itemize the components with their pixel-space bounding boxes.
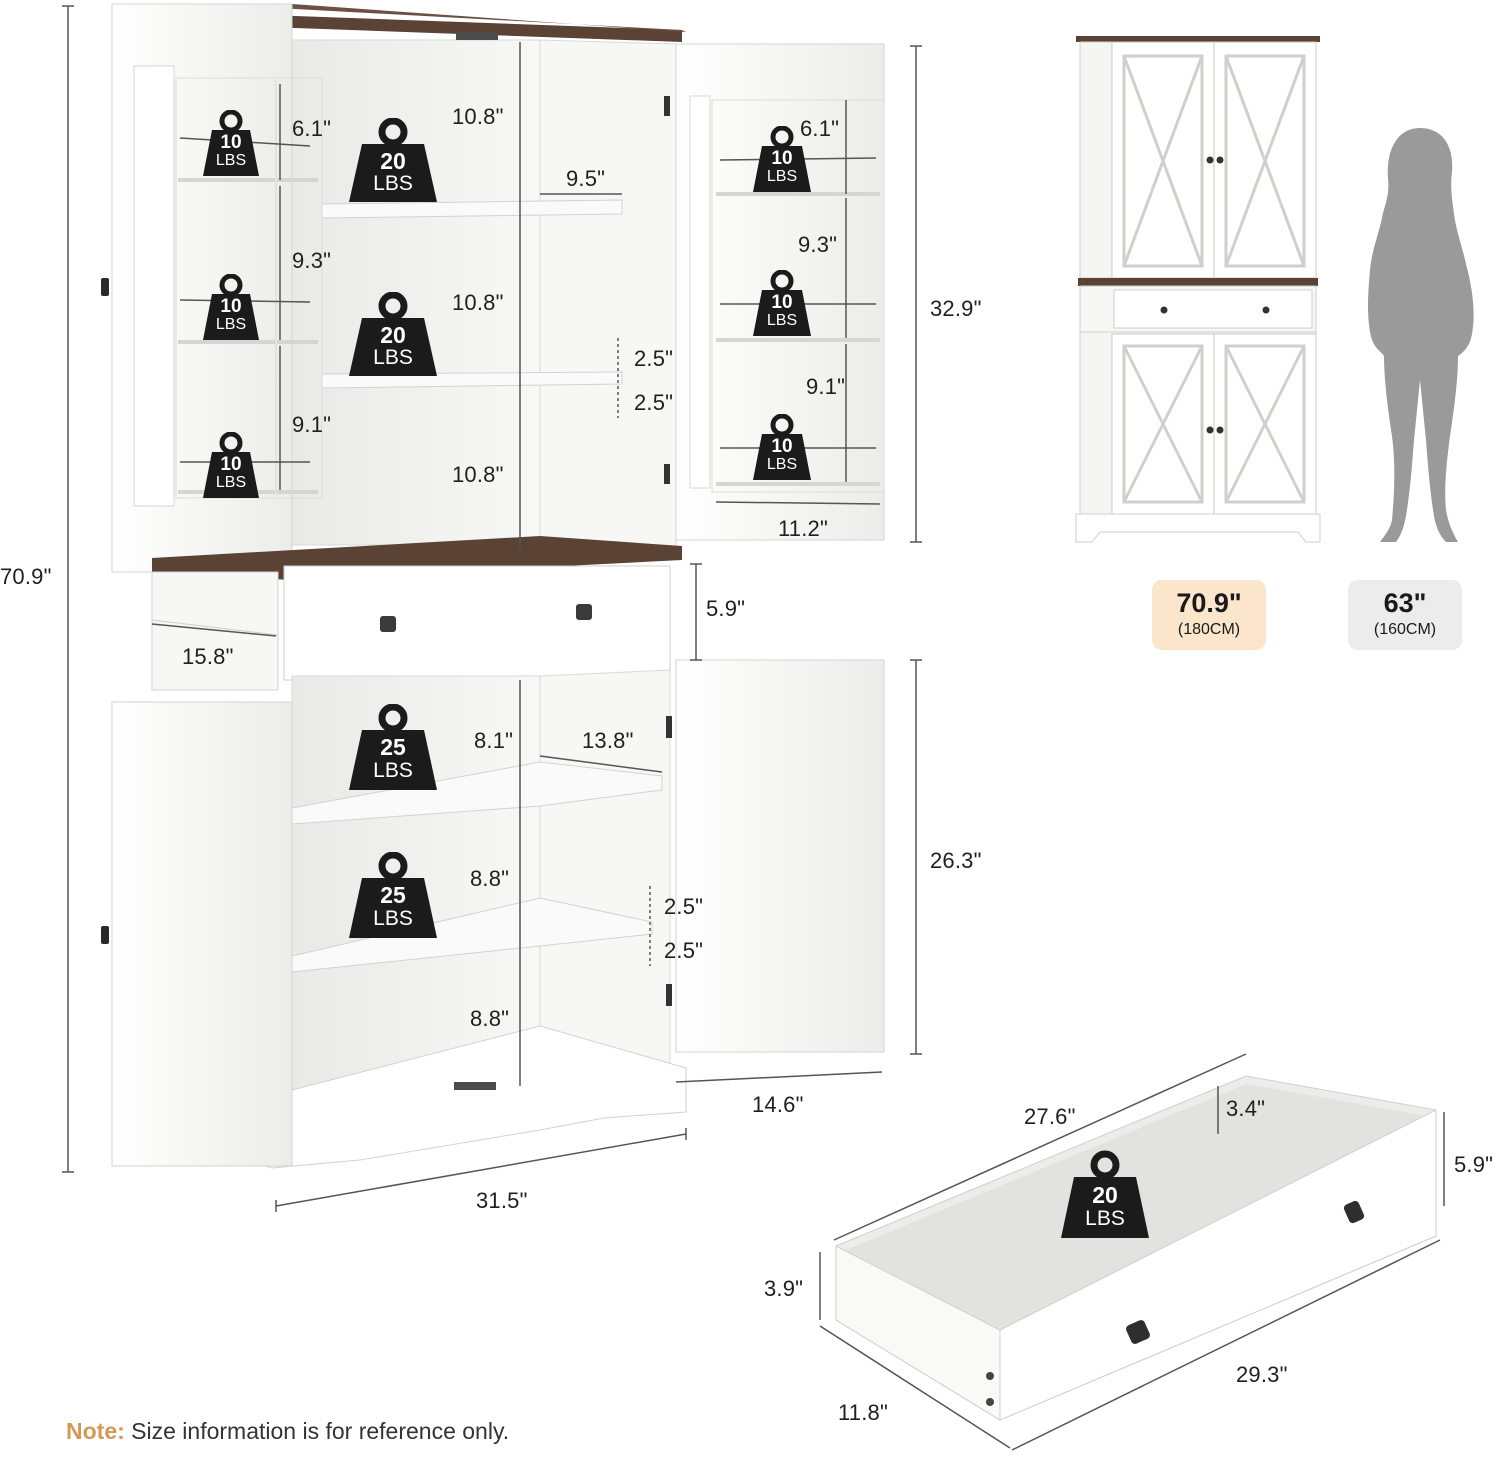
weight-unit: LBS	[373, 172, 413, 195]
weight-unit: LBS	[373, 907, 413, 930]
dim-left-door-gap-2: 9.3"	[292, 248, 332, 273]
weight-icon-lower-shelf-1: 25 LBS	[348, 704, 438, 790]
weight-value: 10	[771, 436, 793, 457]
dim-drawer-inner-height: 3.4"	[1226, 1096, 1266, 1121]
dim-left-door-gap-1: 6.1"	[292, 116, 332, 141]
weight-value: 10	[220, 454, 242, 475]
weight-icon-right-door-top: 10 LBS	[752, 126, 812, 192]
note-text: Size information is for reference only.	[124, 1418, 510, 1444]
weight-icon-left-door-middle: 10 LBS	[202, 274, 260, 340]
weight-unit: LBS	[373, 759, 413, 782]
drawer-knob-left	[380, 616, 396, 632]
note-label: Note:	[66, 1418, 125, 1444]
drawer-knob-right	[576, 604, 592, 620]
dim-upper-gap-2: 10.8"	[452, 290, 504, 315]
weight-value: 20	[1092, 1182, 1118, 1208]
weight-unit: LBS	[373, 346, 413, 369]
weight-unit: LBS	[766, 456, 798, 473]
reference-note: Note: Size information is for reference …	[66, 1418, 509, 1445]
dim-right-door-width: 11.2"	[778, 516, 828, 541]
dim-lower-height: 26.3"	[930, 848, 982, 873]
weight-icon-upper-shelf-2: 20 LBS	[348, 292, 438, 376]
dim-upper-adjust-2: 2.5"	[634, 390, 674, 415]
weight-value: 25	[380, 882, 406, 908]
weight-unit: LBS	[1085, 1207, 1125, 1230]
cabinet-height-badge: 70.9" (180CM)	[1152, 580, 1266, 650]
dim-right-door-gap-2: 9.3"	[798, 232, 838, 257]
dim-lower-shelf-depth: 13.8"	[582, 728, 634, 753]
drawer-illustration	[835, 1075, 1437, 1421]
weight-value: 25	[380, 734, 406, 760]
dim-drawer-depth: 11.8"	[838, 1400, 888, 1425]
dim-upper-gap-1: 10.8"	[452, 104, 504, 129]
drawer-dimension-lines	[819, 1053, 1445, 1451]
dim-lower-gap-2: 8.8"	[470, 866, 510, 891]
dim-lower-adjust-1: 2.5"	[664, 894, 704, 919]
dim-width: 31.5"	[476, 1188, 528, 1213]
weight-unit: LBS	[215, 316, 247, 333]
dim-upper-shelf-depth: 9.5"	[566, 166, 606, 191]
cabinet-height-cm: (180CM)	[1177, 621, 1241, 638]
person-height-badge: 63" (160CM)	[1348, 580, 1462, 650]
weight-value: 10	[220, 132, 242, 153]
weight-unit: LBS	[215, 474, 247, 491]
dim-left-door-gap-3: 9.1"	[292, 412, 332, 437]
upper-cabinet	[101, 3, 885, 573]
weight-icon-right-door-bottom: 10 LBS	[752, 414, 812, 480]
weight-icon-right-door-middle: 10 LBS	[752, 270, 812, 336]
dim-lower-door-depth: 14.6"	[752, 1092, 804, 1117]
dim-side-depth: 15.8"	[182, 644, 234, 669]
lower-left-door	[111, 701, 293, 1167]
cabinet-height-value: 70.9"	[1176, 588, 1242, 618]
dim-drawer-length: 27.6"	[1024, 1104, 1076, 1129]
weight-value: 10	[771, 292, 793, 313]
person-height-cm: (160CM)	[1373, 621, 1437, 638]
middle-drawer	[283, 565, 671, 681]
dim-right-door-gap-1: 6.1"	[800, 116, 840, 141]
weight-icon-left-door-top: 10 LBS	[202, 110, 260, 176]
weight-icon-lower-shelf-2: 25 LBS	[348, 852, 438, 938]
weight-unit: LBS	[766, 312, 798, 329]
dim-drawer-front-height: 5.9"	[706, 596, 746, 621]
person-silhouette	[1368, 128, 1474, 542]
lower-right-door	[675, 659, 885, 1053]
dim-lower-gap-3: 8.8"	[470, 1006, 510, 1031]
weight-unit: LBS	[215, 152, 247, 169]
dim-lower-gap-1: 8.1"	[474, 728, 514, 753]
dim-upper-adjust-1: 2.5"	[634, 346, 674, 371]
dim-right-door-gap-3: 9.1"	[806, 374, 846, 399]
dim-upper-height: 32.9"	[930, 296, 982, 321]
weight-value: 20	[380, 322, 406, 348]
upper-wood-top	[240, 14, 682, 42]
dim-drawer-front-width: 29.3"	[1236, 1362, 1288, 1387]
dim-lower-adjust-2: 2.5"	[664, 938, 704, 963]
dim-upper-gap-3: 10.8"	[452, 462, 504, 487]
weight-unit: LBS	[766, 168, 798, 185]
person-height-value: 63"	[1383, 588, 1427, 618]
weight-value: 10	[771, 148, 793, 169]
weight-icon-left-door-bottom: 10 LBS	[202, 432, 260, 498]
weight-value: 10	[220, 296, 242, 317]
cabinet-thumbnail	[1075, 36, 1321, 543]
weight-icon-upper-shelf-1: 20 LBS	[348, 118, 438, 202]
dim-drawer-outer-height: 5.9"	[1454, 1152, 1494, 1177]
weight-value: 20	[380, 148, 406, 174]
weight-icon-drawer: 20 LBS	[1060, 1150, 1150, 1238]
dim-overall-height: 70.9"	[0, 564, 52, 589]
dim-drawer-side-height: 3.9"	[764, 1276, 804, 1301]
middle-counter	[151, 536, 682, 691]
